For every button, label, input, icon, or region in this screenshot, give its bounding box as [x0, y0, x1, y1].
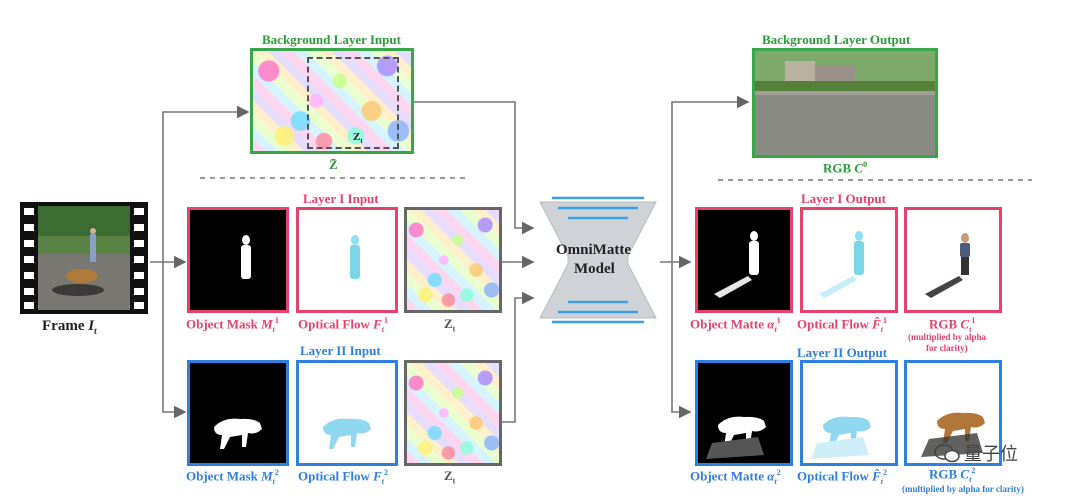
layer1-flow-label: Optical Flow Ft1 — [298, 316, 389, 334]
model-label-line1: OmniMatte — [556, 242, 631, 258]
layer2-object-mask — [187, 360, 289, 466]
background-input-noise: Zt — [250, 48, 414, 154]
model-label-line2: Model — [574, 261, 615, 277]
frame-photo — [38, 206, 130, 310]
background-output-caption: RGB C0 — [823, 160, 868, 176]
layer2-flow-shape — [323, 418, 371, 449]
layer2-output-flow-label: Optical Flow F̂t2 — [797, 468, 888, 486]
background-input-inner-label: Zt — [353, 131, 363, 146]
layer1-flow-shape — [350, 235, 360, 279]
layer1-input-title: Layer I Input — [303, 191, 379, 206]
layer1-object-mask — [187, 207, 289, 313]
wechat-icon — [934, 444, 960, 463]
layer2-noise — [404, 360, 502, 466]
layer2-output-flow-shape — [811, 416, 871, 459]
layer2-mask-silhouette — [214, 418, 262, 449]
background-output-scene — [755, 51, 935, 155]
layer1-matte-label: Object Matte αt1 — [690, 316, 781, 334]
frame-label: Frame It — [42, 318, 97, 336]
background-input-crop — [307, 57, 399, 149]
layer2-noise-label: Zt — [444, 468, 456, 486]
layer1-rgb-shape — [925, 233, 970, 298]
layer2-mask-label: Object Mask Mt2 — [186, 468, 279, 486]
layer1-output-flow-label: Optical Flow F̂t1 — [797, 316, 888, 334]
background-output-title: Background Layer Output — [762, 32, 911, 47]
layer1-optical-flow — [296, 207, 398, 313]
layer1-output-title: Layer I Output — [801, 191, 886, 206]
layer2-matte-shape — [706, 416, 766, 459]
layer2-rgb-label: RGB Ct2 — [929, 466, 976, 484]
layer1-mask-silhouette — [241, 235, 251, 279]
layer2-output-rgb — [904, 360, 1002, 466]
layer1-rgb-note-line1: (multiplied by alpha — [908, 332, 987, 342]
layer1-object-matte — [695, 207, 793, 313]
omnimatte-model-block — [539, 196, 657, 324]
layer2-rgb-shape — [921, 412, 985, 457]
layer2-object-matte — [695, 360, 793, 466]
layer2-rgb-note: (multiplied by alpha for clarity) — [902, 484, 1024, 494]
layer2-input-title: Layer II Input — [300, 343, 381, 358]
film-strip-holes — [24, 208, 144, 309]
layer1-noise — [404, 207, 502, 313]
watermark-text: 量子位 — [964, 444, 1018, 465]
background-input-title: Background Layer Input — [262, 32, 401, 47]
layer1-noise-label: Zt — [444, 316, 456, 334]
background-input-caption: Z̄ — [329, 157, 338, 172]
layer1-mask-label: Object Mask Mt1 — [186, 316, 279, 334]
background-output-image — [752, 48, 938, 158]
layer1-matte-shape — [714, 231, 759, 298]
layer2-output-flow — [800, 360, 898, 466]
layer1-rgb-label: RGB Ct1 — [929, 316, 976, 334]
layer2-flow-label: Optical Flow Ft2 — [298, 468, 389, 486]
layer2-output-title: Layer II Output — [797, 345, 888, 360]
input-frame-filmstrip — [20, 202, 148, 314]
layer1-output-flow-shape — [819, 231, 864, 298]
layer2-matte-label: Object Matte αt2 — [690, 468, 781, 486]
layer2-optical-flow — [296, 360, 398, 466]
watermark: 量子位 — [934, 440, 1018, 466]
layer1-output-rgb — [904, 207, 1002, 313]
layer1-rgb-note-line2: for clarity) — [926, 343, 968, 353]
layer1-output-flow — [800, 207, 898, 313]
